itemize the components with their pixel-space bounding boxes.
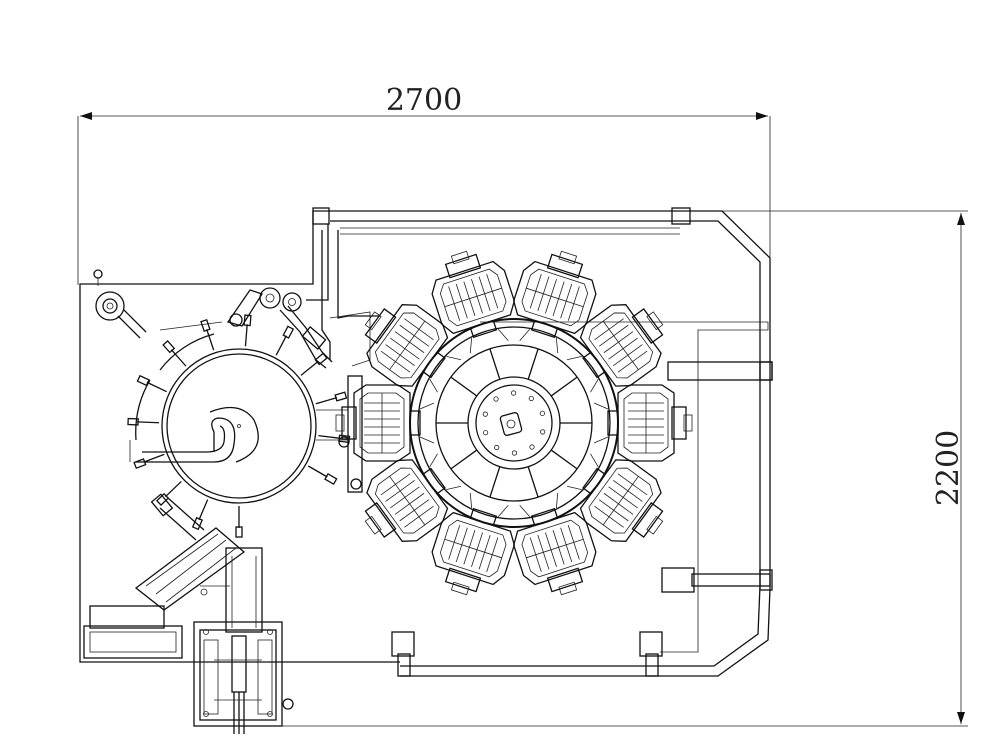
carousel-station <box>513 250 597 354</box>
gripper-head <box>162 340 176 354</box>
hub-bolt <box>510 390 517 396</box>
carousel-spoke <box>550 376 578 397</box>
hub-bolt <box>493 396 499 402</box>
hub-bolt <box>540 429 546 435</box>
gripper-arm <box>275 335 287 356</box>
carousel-spoke <box>450 376 478 397</box>
hub-bolt <box>529 444 535 450</box>
gripper-head <box>235 526 243 538</box>
gripper-arm <box>164 480 182 498</box>
machine-frame <box>79 207 773 677</box>
gripper-arm <box>244 324 248 347</box>
gripper-arm <box>206 329 215 351</box>
gripper-head <box>324 473 338 485</box>
feed-wheel-grippers <box>127 314 351 538</box>
carousel-spoke <box>550 449 578 470</box>
carousel-station <box>431 250 515 354</box>
gripper-head <box>200 318 211 332</box>
gripper-arm <box>146 381 168 393</box>
hub-bolt <box>482 411 488 417</box>
gripper-arm <box>315 396 338 405</box>
carousel-hub-bolts <box>482 390 546 456</box>
carousel-spoke <box>489 348 501 380</box>
gripper-arm <box>137 421 160 424</box>
gripper-head <box>282 325 295 339</box>
carousel-spoke <box>527 348 539 380</box>
height-dimension-label: 2200 <box>931 430 966 506</box>
carousel-spokes <box>436 348 592 498</box>
gripper-arm <box>143 453 165 463</box>
carousel-station <box>364 453 462 542</box>
gripper-head <box>155 492 170 506</box>
hub-bolt <box>511 450 518 456</box>
gripper-arm <box>307 465 328 478</box>
rotary-carousel <box>335 250 693 596</box>
gripper-arm <box>318 434 341 439</box>
width-dimension-label: 2700 <box>386 83 462 118</box>
carousel-spoke <box>489 466 501 498</box>
gripper-head <box>334 391 348 402</box>
carousel-station <box>364 304 462 393</box>
gripper-head <box>314 352 328 366</box>
gripper-head <box>133 458 147 470</box>
hub-bolt <box>528 395 534 402</box>
carousel-spoke <box>527 466 539 498</box>
width-dimension: 2700 <box>77 83 771 365</box>
carousel-station <box>566 304 664 393</box>
hub-bolt <box>494 444 500 451</box>
carousel-station <box>335 384 435 462</box>
feed-wheel <box>127 314 351 538</box>
carousel-stations <box>335 250 693 596</box>
transfer-column <box>316 375 363 493</box>
gripper-head <box>127 417 139 426</box>
gripper-head <box>136 374 150 387</box>
carousel-station <box>513 492 597 596</box>
gripper-arm <box>170 349 187 367</box>
carousel-station <box>593 384 693 462</box>
gripper-arm <box>198 499 209 521</box>
carousel-station <box>566 453 664 542</box>
carousel-spoke <box>450 449 478 470</box>
hub-bolt <box>483 430 489 436</box>
gripper-arm <box>300 360 319 376</box>
hub-bolt <box>539 410 545 416</box>
drive-unit <box>193 621 294 734</box>
lower-chute <box>83 493 263 659</box>
label-arm <box>226 287 333 369</box>
height-dimension: 2200 <box>276 210 968 727</box>
gripper-head <box>243 314 252 327</box>
carousel-station <box>431 492 515 596</box>
roll-holder <box>93 269 223 339</box>
